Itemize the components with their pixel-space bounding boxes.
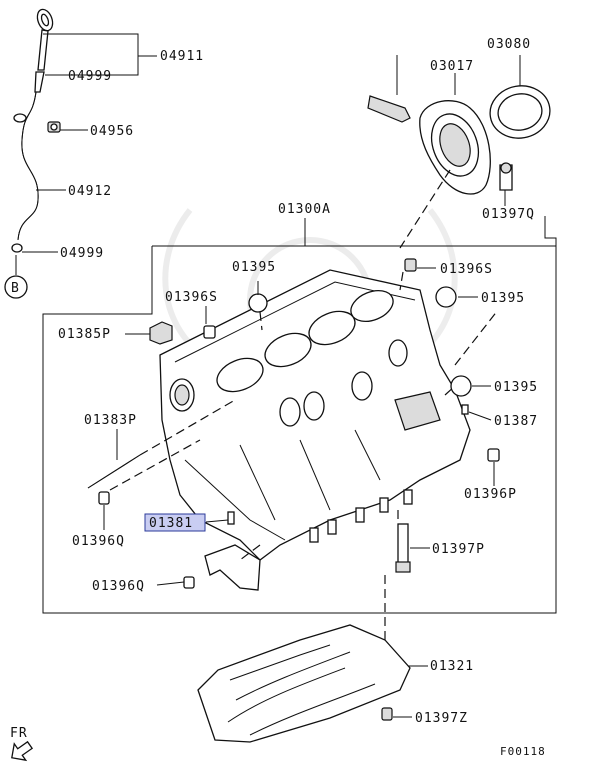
cylinder-block-drawing [159, 269, 471, 561]
part-label-04956[interactable]: 04956 [90, 124, 134, 139]
oil-level-gauge-drawing [11, 8, 61, 253]
part-label-01395-mid[interactable]: 01395 [494, 380, 538, 395]
part-label-01395-top[interactable]: 01395 [232, 260, 276, 275]
oil-seal-leaders [396, 55, 521, 249]
part-label-01397z[interactable]: 01397Z [415, 711, 468, 726]
front-direction-arrow-icon [11, 740, 34, 762]
part-label-01396s-left[interactable]: 01396S [165, 290, 218, 305]
part-label-04912[interactable]: 04912 [68, 184, 112, 199]
block-small-parts [87, 258, 500, 591]
oil-seal-group-bracket [544, 216, 557, 246]
part-label-01383p[interactable]: 01383P [84, 413, 137, 428]
part-label-04999-top[interactable]: 04999 [68, 69, 112, 84]
part-label-01381[interactable]: 01381 [149, 516, 193, 531]
callout-b-circle [4, 275, 28, 299]
part-label-04911[interactable]: 04911 [160, 49, 204, 64]
baffle-plate-drawing [197, 624, 411, 743]
figure-code: F00118 [500, 745, 546, 758]
part-label-01396s-right[interactable]: 01396S [440, 262, 493, 277]
block-leaders [103, 218, 499, 690]
front-direction-label: FR [10, 726, 28, 741]
part-label-03017[interactable]: 03017 [430, 59, 474, 74]
highlight-box-01381 [144, 513, 206, 532]
oil-gauge-leaders [15, 33, 157, 275]
part-label-01387[interactable]: 01387 [494, 414, 538, 429]
baffle-leaders [393, 665, 428, 718]
part-label-01300a[interactable]: 01300A [278, 202, 331, 217]
part-label-01395-right[interactable]: 01395 [481, 291, 525, 306]
part-label-04999-bottom[interactable]: 04999 [60, 246, 104, 261]
part-label-01397p[interactable]: 01397P [432, 542, 485, 557]
oil-seal-case-drawing [367, 85, 551, 195]
part-label-01396p[interactable]: 01396P [464, 487, 517, 502]
part-label-01396q-left[interactable]: 01396Q [72, 534, 125, 549]
part-label-01385p[interactable]: 01385P [58, 327, 111, 342]
part-label-01397q[interactable]: 01397Q [482, 207, 535, 222]
part-label-01396q-bottom[interactable]: 01396Q [92, 579, 145, 594]
part-label-03080[interactable]: 03080 [487, 37, 531, 52]
callout-b-letter: B [11, 281, 20, 296]
part-label-01321[interactable]: 01321 [430, 659, 474, 674]
